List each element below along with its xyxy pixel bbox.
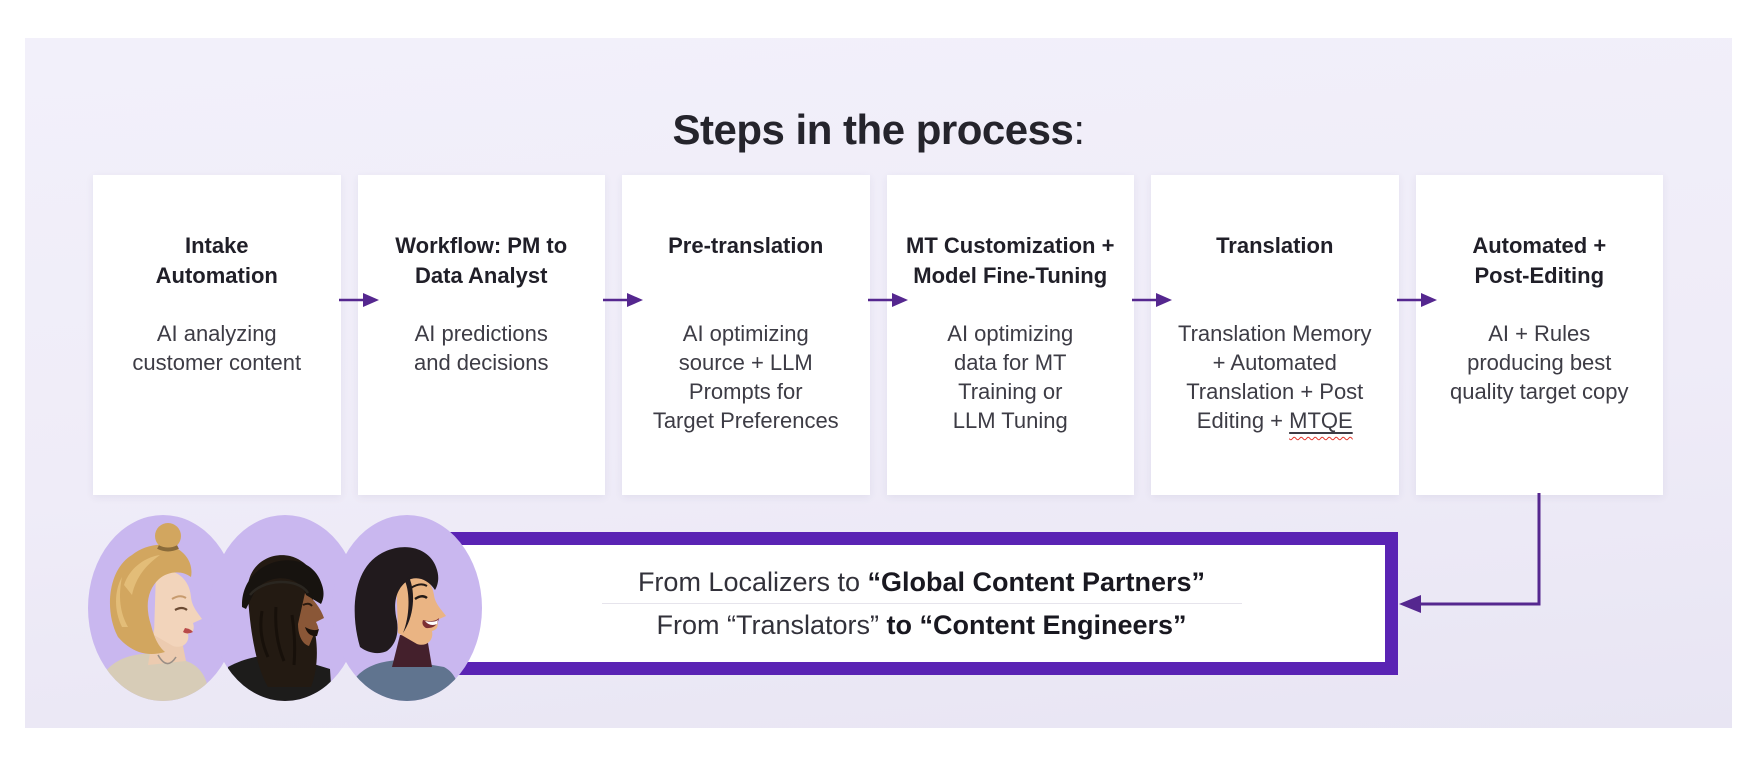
step-description: Translation Memory + Automated Translati… [1161,319,1389,435]
mtqe-label: MTQE [1289,408,1353,433]
page-title: Steps in the process: [25,104,1732,156]
flow-arrow-icon [868,293,908,307]
banner-line2-regular: From “Translators” [656,610,887,640]
step-title-line: Pre-translation [668,233,824,258]
step-card-translation: Translation Translation Memory + Automat… [1151,175,1399,495]
step-description-line: AI optimizing [947,321,1074,346]
step-description-line: AI predictions [414,321,548,346]
banner-line1-regular: From Localizers to [637,567,868,597]
step-title: Translation [1161,231,1389,293]
flow-arrow-icon [339,293,379,307]
flow-arrow-icon [1397,293,1437,307]
mtqe-underlined-term: MTQE [1289,408,1353,433]
elbow-connector-arrow-icon [1399,493,1541,613]
step-card-workflow: Workflow: PM to Data Analyst AI predicti… [357,175,605,495]
step-title-line: Workflow: PM to [395,233,568,258]
step-title-line: Intake [184,233,249,258]
step-title: Pre-translation [632,231,860,293]
step-description-line: + Automated [1212,350,1337,375]
step-description: AI optimizing data for MT Training or LL… [897,319,1125,435]
step-description-text: Editing + [1196,408,1290,433]
process-steps-row: Intake Automation AI analyzing customer … [93,175,1663,495]
step-title-line: MT Customization + [906,233,1115,258]
step-description-line: Translation Memory [1177,321,1372,346]
flow-arrow-icon [603,293,643,307]
avatar-man-black-cap-icon [210,515,360,701]
step-description: AI predictions and decisions [368,319,596,377]
step-description-line: AI analyzing [156,321,277,346]
step-description-line: AI optimizing [682,321,809,346]
step-description-line: Editing + MTQE [1161,406,1389,435]
step-description-line: producing best [1467,350,1612,375]
step-title: MT Customization + Model Fine-Tuning [897,231,1125,293]
page-title-colon: : [1073,106,1085,153]
step-description: AI + Rules producing best quality target… [1426,319,1654,406]
step-card-automated-post-editing: Automated + Post-Editing AI + Rules prod… [1415,175,1663,495]
step-description-line: customer content [132,350,302,375]
banner-line1-bold: “Global Content Partners” [867,567,1206,597]
step-title: Automated + Post-Editing [1426,231,1654,293]
step-description-line: Target Preferences [652,408,839,433]
step-description: AI optimizing source + LLM Prompts for T… [632,319,860,435]
page-title-text: Steps in the process [672,106,1074,153]
step-title-line: Automated + [1472,233,1607,258]
step-description-line: quality target copy [1449,379,1629,404]
step-title-line: Data Analyst [415,263,548,288]
step-description-line: and decisions [413,350,549,375]
step-card-pre-translation: Pre-translation AI optimizing source + L… [622,175,870,495]
step-title-line: Post-Editing [1474,263,1605,288]
step-title-line: Model Fine-Tuning [913,263,1108,288]
step-card-intake-automation: Intake Automation AI analyzing customer … [93,175,341,495]
banner-line-2: From “Translators” to “Content Engineers… [656,608,1186,642]
transformation-banner: From Localizers to “Global Content Partn… [445,532,1398,675]
banner-line2-bold: to “Content Engineers” [886,610,1187,640]
step-description-line: Translation + Post [1186,379,1364,404]
step-description-line: AI + Rules [1488,321,1591,346]
step-card-mt-customization: MT Customization + Model Fine-Tuning AI … [886,175,1134,495]
background-panel: Steps in the process: Intake Automation … [25,38,1732,728]
step-description-line: LLM Tuning [952,408,1068,433]
flow-arrow-icon [1132,293,1172,307]
banner-divider [601,603,1242,604]
step-title: Workflow: PM to Data Analyst [368,231,596,293]
step-description-line: Prompts for [688,379,803,404]
step-title-line: Automation [155,263,278,288]
step-title: Intake Automation [103,231,331,293]
step-description-line: source + LLM [678,350,813,375]
step-description-line: Training or [958,379,1063,404]
step-description: AI analyzing customer content [103,319,331,377]
banner-line-1: From Localizers to “Global Content Partn… [638,565,1205,599]
avatar-blonde-woman-icon [88,515,238,701]
avatar-dark-haired-woman-icon [332,515,482,701]
step-description-line: data for MT [954,350,1067,375]
step-title-line: Translation [1216,233,1334,258]
